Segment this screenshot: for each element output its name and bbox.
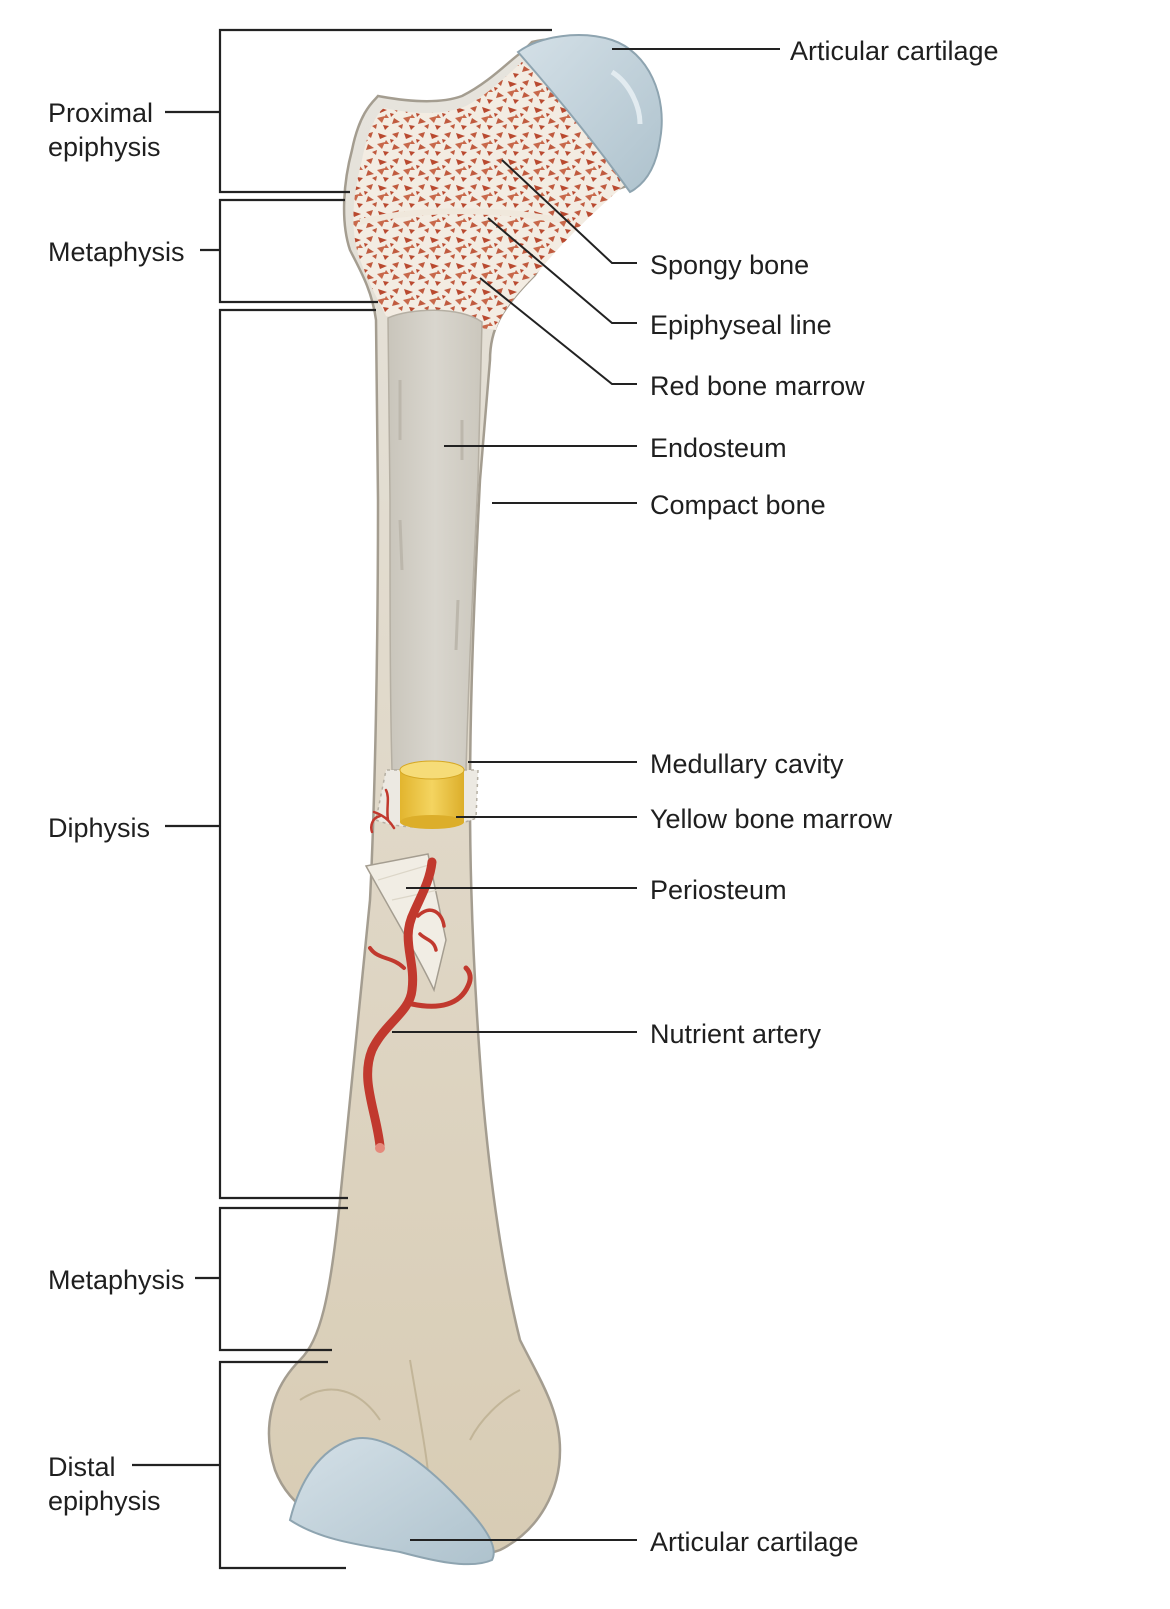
articular-cartilage-bottom xyxy=(288,1437,495,1566)
artery-opening xyxy=(375,1143,385,1153)
leader-spongy-bone xyxy=(501,159,637,264)
label-yellow-bone-marrow: Yellow bone marrow xyxy=(650,804,893,834)
right-labels: Articular cartilage Spongy bone Epiphyse… xyxy=(650,36,999,1557)
bracket-metaphysis-upper xyxy=(200,198,378,304)
label-metaphysis-upper: Metaphysis xyxy=(48,237,185,267)
leader-lines xyxy=(392,48,780,1541)
yellow-bone-marrow-plug xyxy=(399,760,465,829)
label-metaphysis-lower: Metaphysis xyxy=(48,1265,185,1295)
label-articular-cartilage-top: Articular cartilage xyxy=(790,36,999,66)
nutrient-artery-vessel xyxy=(363,788,473,1151)
label-nutrient-artery: Nutrient artery xyxy=(650,1019,822,1049)
label-periosteum: Periosteum xyxy=(650,875,787,905)
label-proximal-epiphysis-line2: epiphysis xyxy=(48,132,161,162)
bracket-diphysis xyxy=(165,308,376,1200)
articular-cartilage-top xyxy=(516,34,663,194)
label-epiphyseal-line: Epiphyseal line xyxy=(650,310,832,340)
periosteum-texture xyxy=(377,863,439,901)
label-endosteum: Endosteum xyxy=(650,433,787,463)
spongy-bone-region xyxy=(353,62,628,330)
leader-red-bone-marrow xyxy=(479,277,637,385)
label-diphysis: Diphysis xyxy=(48,813,150,843)
endosteum-texture xyxy=(398,380,464,651)
label-distal-epiphysis-line2: epiphysis xyxy=(48,1486,161,1516)
region-brackets xyxy=(132,28,552,1570)
label-articular-cartilage-bottom: Articular cartilage xyxy=(650,1527,859,1557)
label-proximal-epiphysis-line1: Proximal xyxy=(48,98,153,128)
cartilage-highlight xyxy=(610,69,643,125)
epiphyseal-line xyxy=(359,208,561,225)
bracket-proximal-epiphysis xyxy=(165,28,552,194)
label-distal-epiphysis-line1: Distal xyxy=(48,1452,116,1482)
medullary-cavity xyxy=(387,309,483,771)
label-spongy-bone: Spongy bone xyxy=(650,250,809,280)
leader-epiphyseal-line xyxy=(487,217,637,324)
femur-illustration xyxy=(267,34,663,1566)
label-red-bone-marrow: Red bone marrow xyxy=(650,371,865,401)
label-medullary-cavity: Medullary cavity xyxy=(650,749,844,779)
bracket-distal-epiphysis xyxy=(132,1360,346,1570)
left-labels: Proximal epiphysis Metaphysis Diphysis M… xyxy=(48,98,185,1516)
label-compact-bone: Compact bone xyxy=(650,490,826,520)
bracket-metaphysis-lower xyxy=(195,1206,348,1352)
